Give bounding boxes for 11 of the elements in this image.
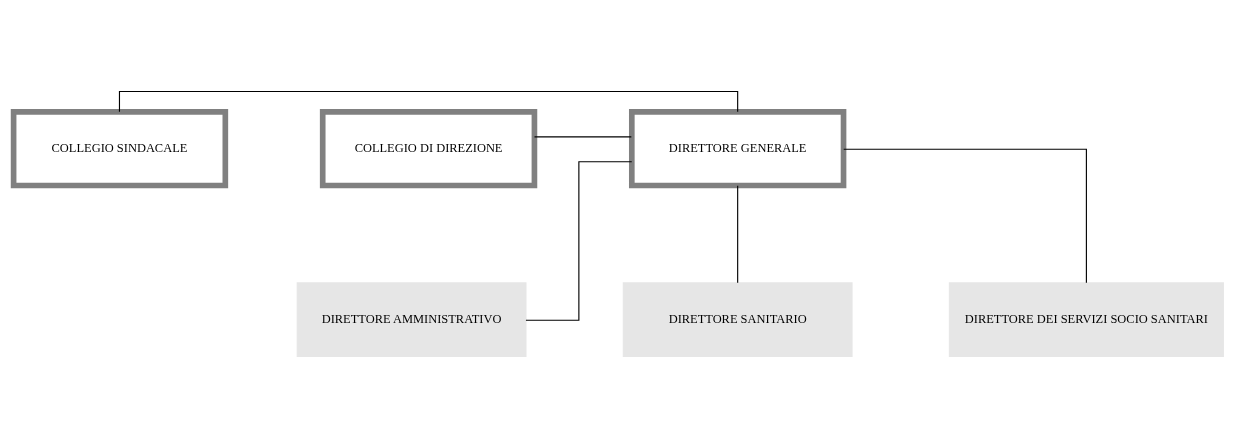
node-box: COLLEGIO DI DIREZIONE	[319, 108, 538, 188]
node-box: COLLEGIO SINDACALE	[10, 108, 229, 188]
node-box: DIRETTORE GENERALE	[628, 108, 847, 188]
connector	[533, 135, 632, 137]
node-box: DIRETTORE SANITARIO	[622, 281, 853, 357]
connector	[737, 184, 739, 283]
node-box: DIRETTORE AMMINISTRATIVO	[296, 281, 527, 357]
connector	[525, 160, 633, 321]
connector	[118, 90, 739, 112]
connector	[843, 148, 1087, 283]
node-box: DIRETTORE DEI SERVIZI SOCIO SANITARI	[948, 281, 1224, 357]
